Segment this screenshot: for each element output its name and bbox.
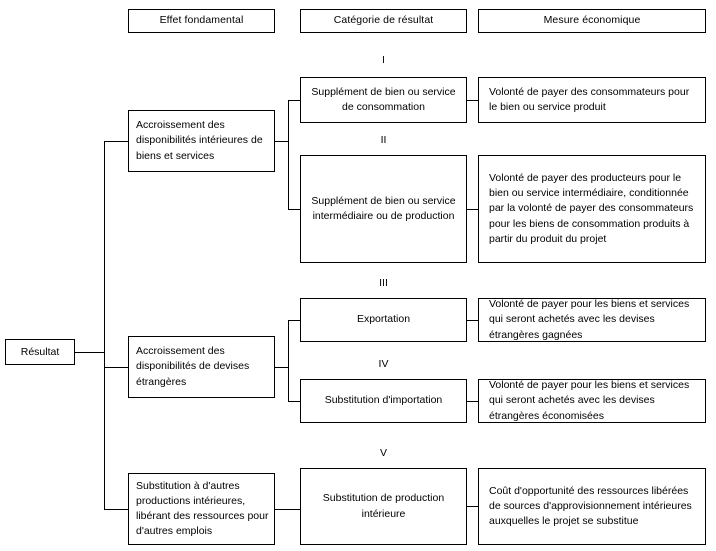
connector-effect1-stem <box>275 141 288 142</box>
connector-effect1-cat1 <box>288 100 300 101</box>
node-category-1: Supplément de bien ou service de consomm… <box>300 77 467 123</box>
node-label: Volonté de payer des consommateurs pour … <box>489 85 690 113</box>
connector-effect1-cat2 <box>288 209 300 210</box>
node-measure-5: Coût d'opportunité des ressources libéré… <box>478 468 706 545</box>
node-resultat: Résultat <box>5 339 75 365</box>
connector-trunk-effect-3 <box>104 509 128 510</box>
node-label: Volonté de payer pour les biens et servi… <box>489 379 690 422</box>
node-label: Substitution à d'autres productions inté… <box>136 479 269 538</box>
node-category-2: Supplément de bien ou service intermédia… <box>300 155 467 263</box>
node-label: Coût d'opportunité des ressources libéré… <box>489 484 692 528</box>
header-label: Effet fondamental <box>159 14 244 27</box>
connector-effect2-cat4 <box>288 401 300 402</box>
numeral-label: V <box>379 447 387 459</box>
header-label: Mesure économique <box>543 14 641 27</box>
node-label: Résultat <box>20 346 60 358</box>
node-label: Substitution de production intérieure <box>322 492 445 520</box>
numeral-1: I <box>300 54 467 66</box>
connector-cat2-measure2 <box>467 209 478 210</box>
numeral-4: IV <box>300 358 467 370</box>
numeral-5: V <box>300 447 467 459</box>
connector-trunk <box>104 141 105 509</box>
node-effect-2: Accroissement des disponibilités de devi… <box>128 336 275 398</box>
node-measure-4: Volonté de payer pour les biens et servi… <box>478 379 706 423</box>
node-measure-3: Volonté de payer pour les biens et servi… <box>478 298 706 342</box>
node-label: Supplément de bien ou service intermédia… <box>311 194 456 222</box>
node-label: Accroissement des disponibilités de devi… <box>136 345 250 388</box>
connector-cat3-measure3 <box>467 320 478 321</box>
node-measure-2: Volonté de payer des producteurs pour le… <box>478 155 706 263</box>
node-label: Volonté de payer des producteurs pour le… <box>489 171 694 245</box>
numeral-label: II <box>380 134 387 146</box>
header-mesure-economique: Mesure économique <box>478 9 706 33</box>
node-label: Volonté de payer pour les biens et servi… <box>489 298 690 341</box>
node-label: Exportation <box>356 313 411 326</box>
connector-effect2-cat3 <box>288 320 300 321</box>
numeral-3: III <box>300 277 467 289</box>
numeral-label: I <box>382 54 385 66</box>
node-label: Substitution d'importation <box>324 394 443 407</box>
header-label: Catégorie de résultat <box>333 14 434 27</box>
connector-cat5-measure5 <box>467 506 478 507</box>
node-effect-1: Accroissement des disponibilités intérie… <box>128 110 275 172</box>
numeral-label: IV <box>378 358 389 370</box>
connector-effect2-split <box>288 320 289 401</box>
numeral-label: III <box>379 277 388 289</box>
node-effect-3: Substitution à d'autres productions inté… <box>128 473 275 545</box>
connector-cat1-measure1 <box>467 100 478 101</box>
node-label: Accroissement des disponibilités intérie… <box>136 119 263 162</box>
connector-effect1-split <box>288 100 289 209</box>
connector-trunk-effect-2 <box>104 367 128 368</box>
header-effet-fondamental: Effet fondamental <box>128 9 275 33</box>
connector-trunk-effect-1 <box>104 141 128 142</box>
header-categorie-de-resultat: Catégorie de résultat <box>300 9 467 33</box>
node-label: Supplément de bien ou service de consomm… <box>311 85 456 113</box>
node-category-4: Substitution d'importation <box>300 379 467 423</box>
node-category-3: Exportation <box>300 298 467 342</box>
numeral-2: II <box>300 134 467 146</box>
connector-effect2-stem <box>275 367 288 368</box>
connector-root-stem <box>75 352 104 353</box>
node-measure-1: Volonté de payer des consommateurs pour … <box>478 77 706 123</box>
node-category-5: Substitution de production intérieure <box>300 468 467 545</box>
connector-cat4-measure4 <box>467 401 478 402</box>
connector-effect3-cat5 <box>275 509 300 510</box>
